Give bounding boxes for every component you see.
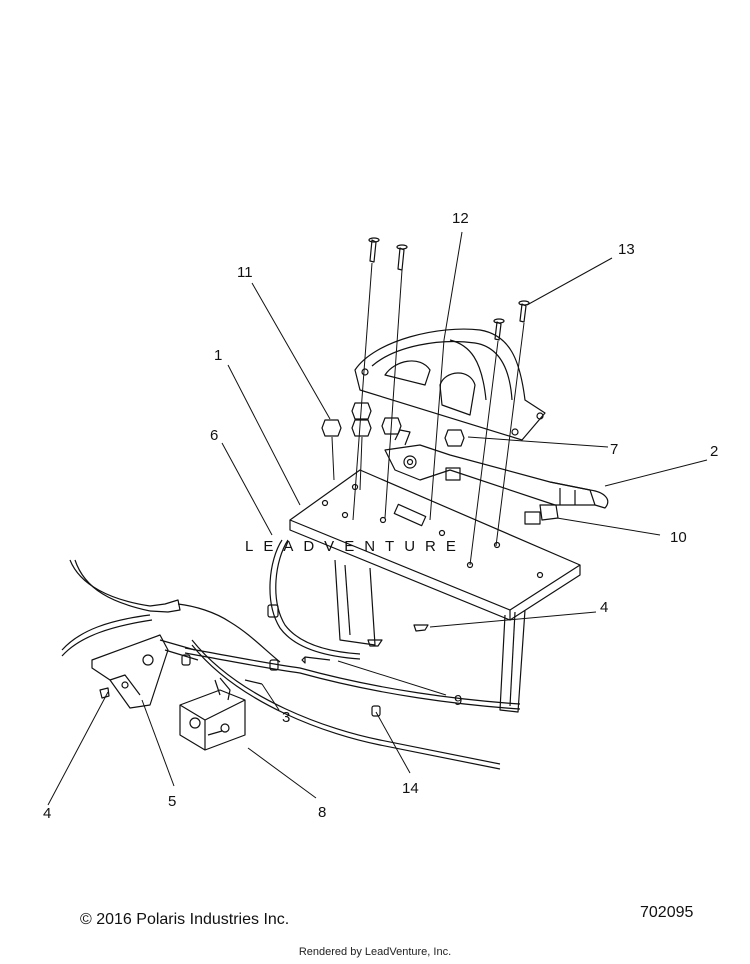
callout-6: 6 <box>210 427 218 444</box>
handle-cover <box>354 328 546 441</box>
callout-2: 2 <box>710 443 718 460</box>
handbrake-lever <box>384 429 609 509</box>
mounting-plate <box>289 469 581 713</box>
callout-labels: 1 2 3 4 4 5 6 7 8 9 10 11 12 13 14 <box>43 210 718 822</box>
fasteners <box>99 402 559 699</box>
callout-8: 8 <box>318 804 326 821</box>
callout-4b: 4 <box>43 805 51 822</box>
callout-10: 10 <box>670 529 687 546</box>
callout-leaders <box>47 231 708 806</box>
callout-11: 11 <box>237 264 253 281</box>
callout-5: 5 <box>168 793 176 810</box>
copyright-text: © 2016 Polaris Industries Inc. <box>80 911 290 928</box>
callout-7: 7 <box>610 441 618 458</box>
watermark: LEADVENTURE <box>245 538 466 555</box>
callout-4a: 4 <box>600 599 608 616</box>
rendered-by-credit: Rendered by LeadVenture, Inc. <box>298 946 452 958</box>
callout-13: 13 <box>618 241 635 258</box>
callout-3: 3 <box>282 709 290 726</box>
callout-9: 9 <box>454 692 462 709</box>
callout-12: 12 <box>452 210 469 227</box>
brake-cables <box>61 539 521 770</box>
callout-1: 1 <box>214 347 222 364</box>
diagram-part-number: 702095 <box>640 904 694 921</box>
switch-assembly <box>179 677 246 751</box>
callout-14: 14 <box>402 780 419 797</box>
screws <box>368 237 530 341</box>
cable-bracket <box>91 634 199 709</box>
